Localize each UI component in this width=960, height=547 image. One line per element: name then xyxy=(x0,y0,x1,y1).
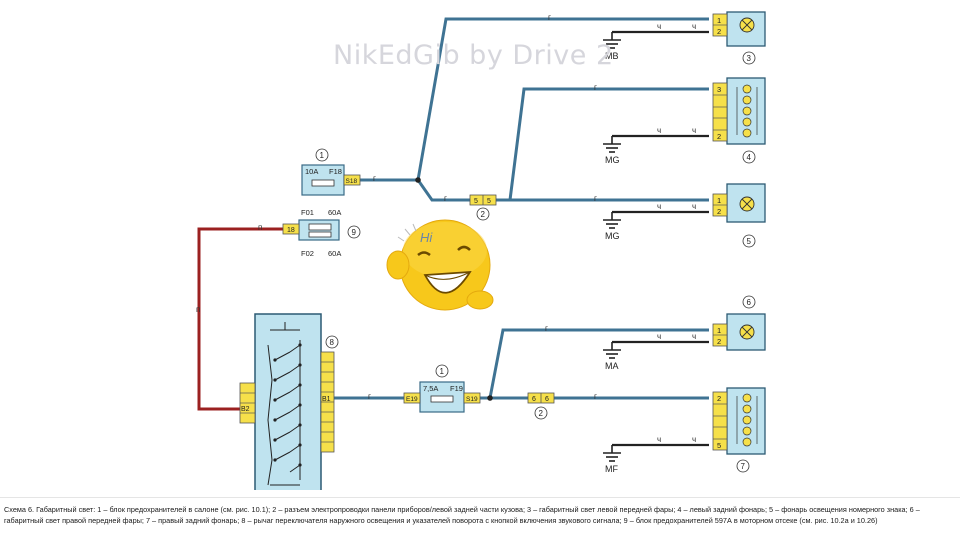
wiring-diagram: п п г г г г г г г г ч ч ч ч ч ч xyxy=(196,11,766,490)
headlight-switch-lever: B2 B1 8 xyxy=(239,313,339,490)
ground-label-mg-4: MG xyxy=(605,155,620,165)
callout-8: 8 xyxy=(330,338,335,347)
fuse-rating-f01: 60A xyxy=(328,208,341,217)
lamp-3-pin-1: 1 xyxy=(717,16,721,25)
caption-divider xyxy=(0,497,960,498)
wire-label-black-2: ч xyxy=(692,22,696,31)
lamp-4-pin-3: 3 xyxy=(717,85,721,94)
ground-label-mf: MF xyxy=(605,464,618,474)
smiley-emoji-icon: Hi xyxy=(386,219,494,311)
wire-label-blue-6: г xyxy=(368,392,371,401)
wire-label-black-3: ч xyxy=(657,126,661,135)
lamp-7-bulbs-icon xyxy=(742,393,752,447)
fuse-label-f02: F02 xyxy=(301,249,314,258)
red-feed-wire xyxy=(197,227,283,411)
wire-label-red-top: п xyxy=(258,223,262,232)
wire-label-black-1: ч xyxy=(657,22,661,31)
wire-label-red-left: п xyxy=(196,305,200,314)
fuse-label-f01: F01 xyxy=(301,208,314,217)
lamp-6-right-front-parking: 1 2 6 xyxy=(712,295,766,351)
connector-bottom-pin-b: 6 xyxy=(545,396,549,403)
wire-label-blue-5: г xyxy=(373,174,376,183)
wire-label-black-8: ч xyxy=(692,332,696,341)
wire-label-black-9: ч xyxy=(657,435,661,444)
callout-6: 6 xyxy=(747,298,752,307)
ground-label-mb: MB xyxy=(605,51,619,61)
connector-2-top: 5 5 2 xyxy=(469,194,497,221)
figure-caption: Схема 6. Габаритный свет: 1 – блок предо… xyxy=(4,505,920,525)
callout-3: 3 xyxy=(747,54,752,63)
fuse-element-f19 xyxy=(430,395,454,403)
fuse-block-cabin-f19: E19 S19 7,5A F19 1 xyxy=(403,364,481,413)
pin-label-e19: E19 xyxy=(406,396,418,403)
wire-label-blue-2: г xyxy=(594,83,597,92)
lamp-5-pin-1: 1 xyxy=(717,196,721,205)
wire-label-black-5: ч xyxy=(657,202,661,211)
fuse-label-f18: F18 xyxy=(329,167,342,176)
fuse-element-f18 xyxy=(311,179,335,187)
pin-label-s19: S19 xyxy=(466,396,478,403)
pin-label-18: 18 xyxy=(287,227,295,234)
connector-bottom-pin-a: 6 xyxy=(532,396,536,403)
ground-symbols xyxy=(603,32,621,462)
fuse-rating-7-5a: 7,5A xyxy=(423,384,438,393)
callout-1-bottom: 1 xyxy=(440,367,445,376)
connector-top-pin-b: 5 xyxy=(487,198,491,205)
lamp-4-bulbs-icon xyxy=(742,84,752,138)
pin-label-b1: B1 xyxy=(322,396,331,403)
lamp-7-right-rear: 2 5 7 xyxy=(712,387,766,473)
wire-label-blue-4: г xyxy=(444,194,447,203)
lamp-6-pin-1: 1 xyxy=(717,326,721,335)
lamp-7-pin-2: 2 xyxy=(717,394,721,403)
emoji-text: Hi xyxy=(420,230,433,245)
callout-5: 5 xyxy=(747,237,752,246)
pin-label-b2: B2 xyxy=(241,406,250,413)
wire-label-blue-8: г xyxy=(594,392,597,401)
wire-label-blue-7: г xyxy=(545,324,548,333)
callout-2-top: 2 xyxy=(481,210,486,219)
lamp-4-pin-2: 2 xyxy=(717,132,721,141)
fuse-block-engine-597a: 18 F01 60A F02 60A 9 xyxy=(282,208,361,258)
watermark: NikEdGib by Drive 2 xyxy=(333,40,614,71)
fuse-rating-f02: 60A xyxy=(328,249,341,258)
connector-2-bottom: 6 6 2 xyxy=(527,392,555,420)
lamp-4-left-rear: 3 2 4 xyxy=(712,77,766,164)
callout-4: 4 xyxy=(747,153,752,162)
callout-1-top: 1 xyxy=(320,151,325,160)
wire-label-blue-1: г xyxy=(548,13,551,22)
fuse-label-f19: F19 xyxy=(450,384,463,393)
fuse-rating-10a: 10A xyxy=(305,167,318,176)
wire-label-black-7: ч xyxy=(657,332,661,341)
callout-2-bottom: 2 xyxy=(539,409,544,418)
ground-wires xyxy=(612,30,709,447)
lamp-3-pin-2: 2 xyxy=(717,27,721,36)
wire-label-black-6: ч xyxy=(692,202,696,211)
lamp-5-license-plate: 1 2 5 xyxy=(712,183,766,248)
fuse-block-cabin-f18: 10A F18 S18 1 xyxy=(301,148,361,196)
pin-label-s18: S18 xyxy=(346,178,358,185)
lamp-5-pin-2: 2 xyxy=(717,207,721,216)
callout-7: 7 xyxy=(741,462,746,471)
lamp-7-pin-5: 5 xyxy=(717,441,721,450)
lamp-6-pin-2: 2 xyxy=(717,337,721,346)
lamp-3-left-front-parking: 1 2 3 xyxy=(712,11,766,65)
junction-dot-top xyxy=(415,177,421,183)
wire-label-blue-3: г xyxy=(594,194,597,203)
connector-top-pin-a: 5 xyxy=(474,198,478,205)
callout-9: 9 xyxy=(352,228,357,237)
wire-label-black-10: ч xyxy=(692,435,696,444)
ground-label-ma: MA xyxy=(605,361,619,371)
ground-label-mg-5: MG xyxy=(605,231,620,241)
wire-label-black-4: ч xyxy=(692,126,696,135)
junction-dot-bottom xyxy=(487,395,493,401)
